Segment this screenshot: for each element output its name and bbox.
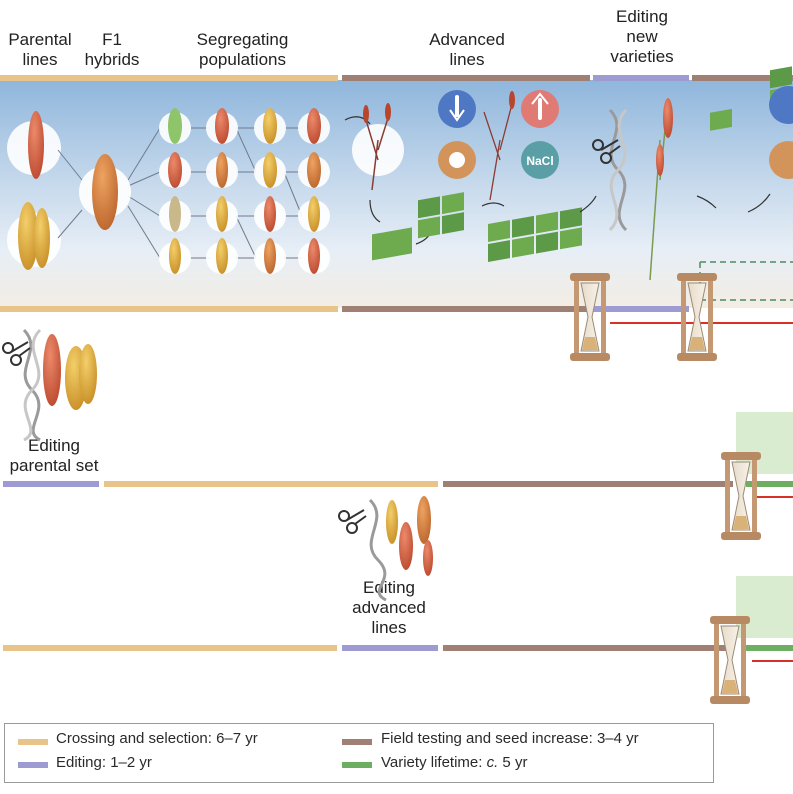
row3-crossing-bar bbox=[3, 645, 337, 651]
row3-editing-bar bbox=[342, 645, 438, 651]
top-crossing-bar bbox=[0, 75, 338, 81]
label-segregating-populations: Segregating populations bbox=[196, 30, 289, 69]
row2-editing-bar bbox=[3, 481, 99, 487]
scissors-icon bbox=[2, 341, 31, 366]
legend-crossing-label: Crossing and selection: 6–7 yr bbox=[56, 730, 258, 747]
label-advanced-lines: Advanced lines bbox=[429, 30, 505, 69]
row2-timeline-marker bbox=[752, 496, 793, 498]
breeding-scheme-banner bbox=[0, 80, 793, 308]
legend-swatch-editing bbox=[18, 762, 48, 768]
top-editing-bar bbox=[593, 75, 689, 81]
hourglass-icon bbox=[709, 615, 751, 705]
label-editing-parental-set: Editing parental set bbox=[9, 436, 99, 475]
row3-timeline-marker bbox=[752, 660, 793, 662]
row3-variety-bar bbox=[746, 645, 793, 651]
label-editing-new-varieties: Editing new varieties bbox=[610, 7, 674, 66]
banner-field-bar bbox=[342, 306, 590, 312]
legend-field-testing-label: Field testing and seed increase: 3–4 yr bbox=[381, 730, 639, 747]
top-field-bar-1 bbox=[342, 75, 590, 81]
label-f1-hybrids: F1 hybrids bbox=[84, 30, 140, 69]
legend-variety-italic: c. bbox=[486, 754, 499, 771]
row3-field-bar bbox=[443, 645, 733, 651]
label-parental-lines: Parental lines bbox=[8, 30, 72, 69]
banner-editing-bar bbox=[593, 306, 689, 312]
row2-field-bar bbox=[443, 481, 733, 487]
editing-parental-set-illustration bbox=[2, 328, 97, 442]
legend-editing-label: Editing: 1–2 yr bbox=[56, 754, 152, 771]
legend-swatch-field-testing bbox=[342, 739, 372, 745]
top-field-bar-2 bbox=[692, 75, 793, 81]
row2-variety-bar bbox=[746, 481, 793, 487]
legend-variety-suffix: 5 yr bbox=[498, 754, 528, 771]
legend-swatch-crossing bbox=[18, 739, 48, 745]
banner-crossing-bar bbox=[0, 306, 338, 312]
legend: Crossing and selection: 6–7 yr Editing: … bbox=[4, 723, 714, 783]
scissors-icon bbox=[338, 509, 367, 534]
row1-timeline-marker bbox=[610, 322, 793, 324]
legend-variety-lifetime-label: Variety lifetime: c. 5 yr bbox=[381, 754, 527, 771]
label-editing-advanced-lines: Editing advanced lines bbox=[352, 578, 426, 637]
legend-variety-prefix: Variety lifetime: bbox=[381, 754, 487, 771]
legend-swatch-variety-lifetime bbox=[342, 762, 372, 768]
row2-crossing-bar bbox=[104, 481, 438, 487]
